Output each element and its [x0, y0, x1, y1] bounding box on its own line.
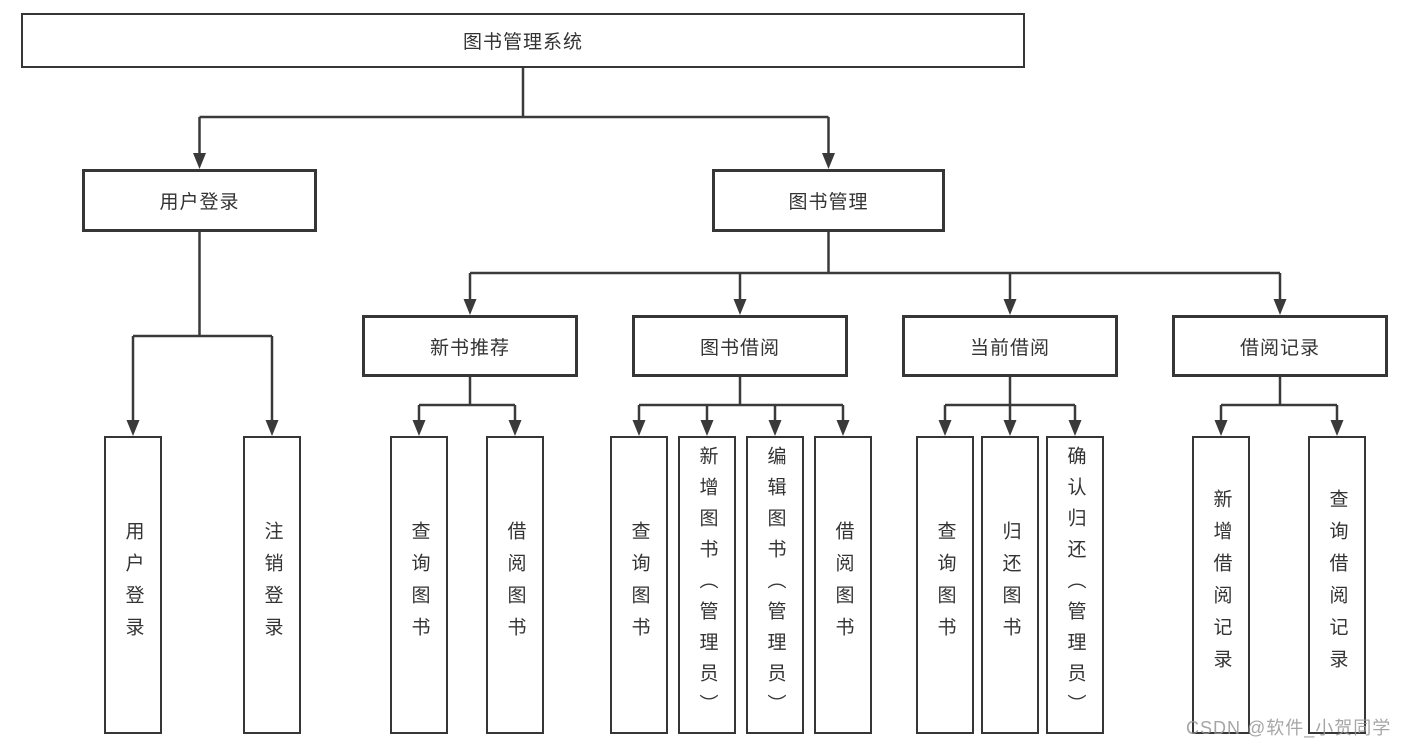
- leaf-borrow-books: 借阅图书: [814, 436, 872, 734]
- node-borrowing-records: 借阅记录: [1172, 315, 1388, 377]
- node-root-library-management-system: 图书管理系统: [21, 13, 1025, 68]
- leaf-add-borrow-record: 新增借阅记录: [1192, 436, 1250, 734]
- csdn-watermark: CSDN @软件_小贺同学: [1186, 718, 1392, 738]
- leaf-edit-books-admin: 编辑图书（管理员）: [746, 436, 804, 734]
- leaf-query-books-recommend: 查询图书: [390, 436, 448, 734]
- leaf-query-borrow-record: 查询借阅记录: [1308, 436, 1366, 734]
- leaf-user-login: 用户登录: [104, 436, 162, 734]
- node-book-borrowing: 图书借阅: [632, 315, 848, 377]
- node-book-management: 图书管理: [712, 169, 945, 232]
- leaf-logout: 注销登录: [243, 436, 301, 734]
- leaf-borrow-books-recommend: 借阅图书: [486, 436, 544, 734]
- leaf-add-books-admin: 新增图书（管理员）: [678, 436, 736, 734]
- leaf-query-books-current: 查询图书: [916, 436, 974, 734]
- node-new-book-recommend: 新书推荐: [362, 315, 578, 377]
- leaf-confirm-return-admin: 确认归还（管理员）: [1046, 436, 1104, 734]
- node-current-borrowing: 当前借阅: [902, 315, 1118, 377]
- leaf-query-books-borrowing: 查询图书: [610, 436, 668, 734]
- node-user-login: 用户登录: [82, 169, 317, 232]
- leaf-return-books: 归还图书: [981, 436, 1039, 734]
